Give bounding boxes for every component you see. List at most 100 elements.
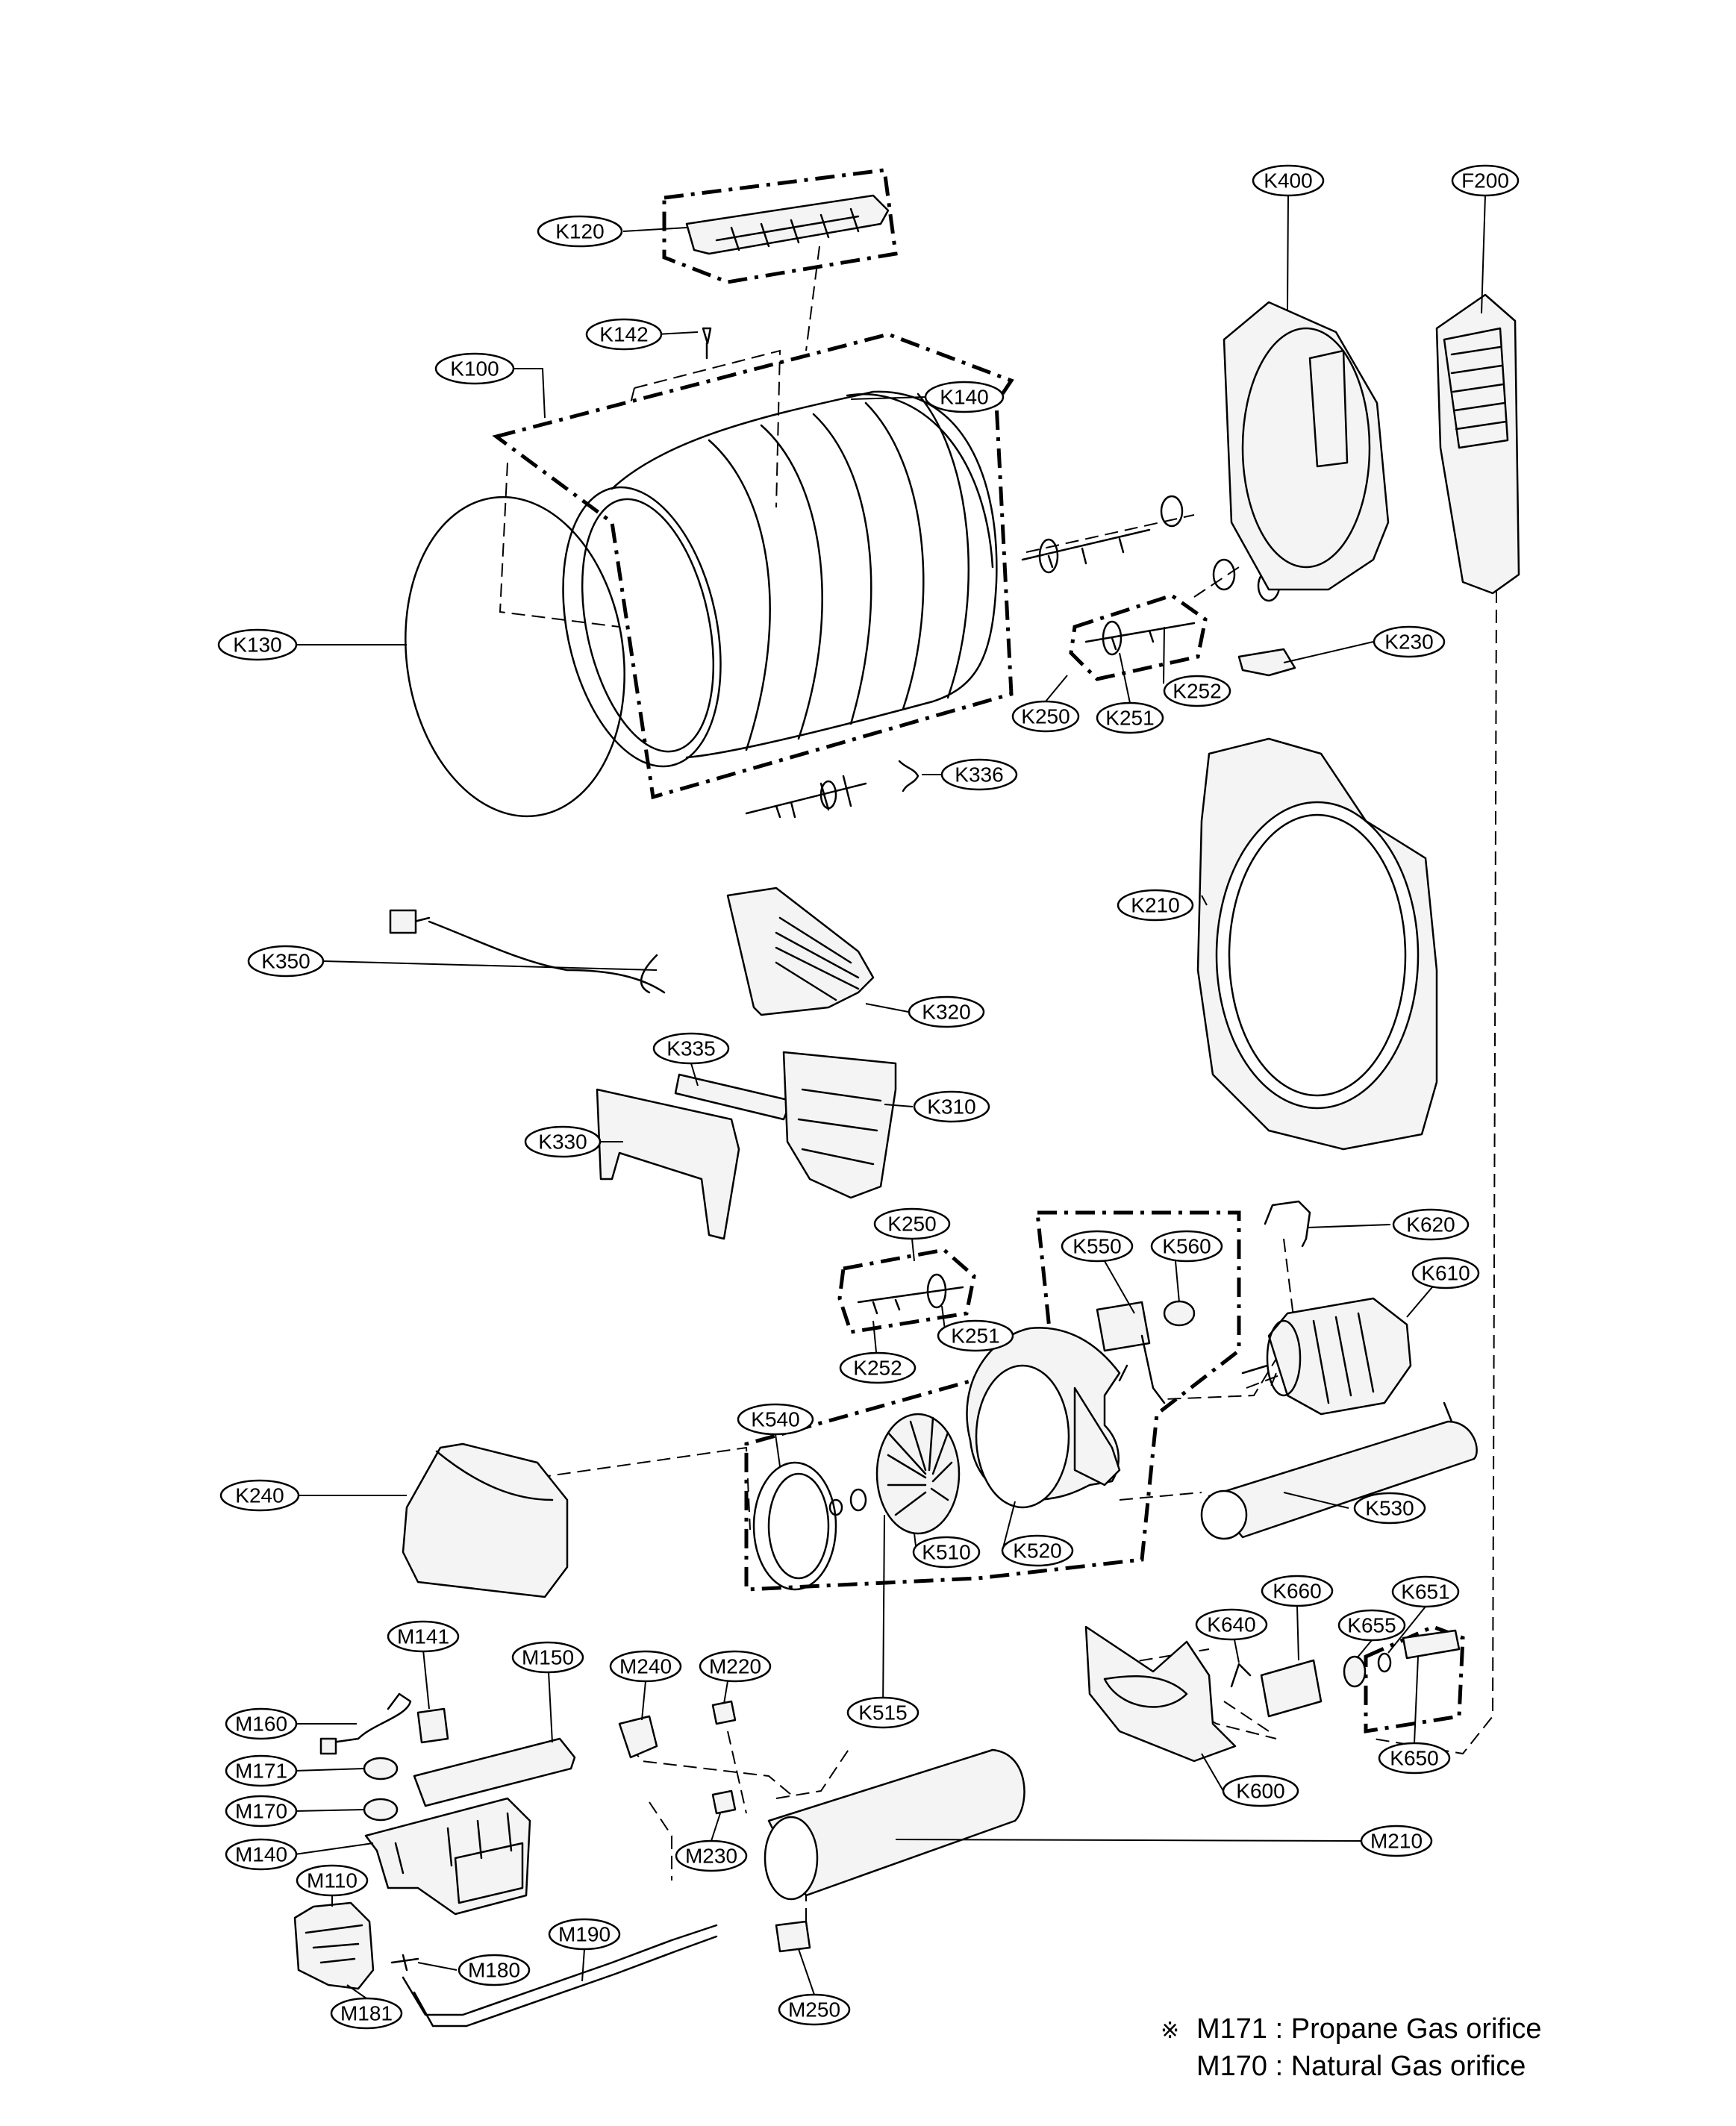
connector-line bbox=[805, 246, 820, 351]
svg-text:M170: M170 bbox=[235, 1800, 287, 1823]
part-k240-lint-duct bbox=[402, 1442, 569, 1598]
svg-text:K651: K651 bbox=[1401, 1581, 1449, 1604]
label-m230: M230 bbox=[675, 1839, 748, 1872]
part-f200-screen bbox=[1443, 327, 1509, 449]
label-k620: K620 bbox=[1392, 1208, 1470, 1241]
connector-line bbox=[1164, 1238, 1296, 1400]
label-k230: K230 bbox=[1373, 625, 1446, 658]
part-k655-pulley bbox=[1343, 1655, 1367, 1688]
svg-text:K510: K510 bbox=[922, 1541, 970, 1564]
label-k520: K520 bbox=[1001, 1534, 1074, 1567]
svg-text:K400: K400 bbox=[1264, 169, 1312, 193]
svg-text:K230: K230 bbox=[1384, 631, 1433, 654]
label-k640: K640 bbox=[1195, 1608, 1268, 1641]
label-k660: K660 bbox=[1261, 1575, 1334, 1607]
part-k120-baffle bbox=[685, 194, 890, 255]
label-k600: K600 bbox=[1222, 1775, 1299, 1807]
part-m230-thermostat bbox=[711, 1789, 737, 1815]
part-k140-ring bbox=[846, 393, 994, 569]
part-m140-burner-housing bbox=[364, 1797, 531, 1916]
svg-text:M180: M180 bbox=[468, 1959, 520, 1982]
part-k530-duct-end bbox=[1200, 1489, 1248, 1540]
connector-line bbox=[727, 1730, 747, 1814]
label-m141: M141 bbox=[387, 1620, 460, 1653]
part-k610-motor-vents bbox=[1312, 1312, 1375, 1404]
group-boundary-k650 bbox=[1364, 1625, 1465, 1733]
group-boundary-shaft-2 bbox=[837, 1248, 976, 1334]
svg-text:M141: M141 bbox=[397, 1625, 449, 1648]
svg-text:K350: K350 bbox=[261, 950, 310, 973]
part-k600-cradle bbox=[1103, 1675, 1188, 1708]
label-k100: K100 bbox=[434, 352, 515, 385]
label-k250-b: K250 bbox=[873, 1207, 951, 1240]
part-m210-combustion-chamber bbox=[767, 1748, 1025, 1897]
label-k510: K510 bbox=[912, 1536, 981, 1569]
part-m171-orifice bbox=[363, 1757, 399, 1780]
part-k550-wire bbox=[1118, 1334, 1166, 1404]
connector-line bbox=[649, 1801, 672, 1880]
svg-text:K550: K550 bbox=[1072, 1235, 1121, 1258]
connector-line bbox=[1223, 1701, 1270, 1732]
part-washer-2 bbox=[849, 1488, 867, 1512]
svg-text:M240: M240 bbox=[619, 1655, 672, 1678]
svg-text:K335: K335 bbox=[666, 1037, 715, 1060]
label-m160: M160 bbox=[225, 1707, 298, 1740]
svg-text:K130: K130 bbox=[233, 634, 281, 657]
part-f200-screen-lines bbox=[1450, 346, 1508, 431]
label-k336: K336 bbox=[940, 758, 1018, 791]
part-m250-bracket bbox=[775, 1920, 811, 1953]
label-m110: M110 bbox=[296, 1864, 369, 1897]
label-k650: K650 bbox=[1378, 1742, 1451, 1775]
svg-text:K252: K252 bbox=[1173, 680, 1221, 703]
part-k250-shaft bbox=[1084, 622, 1196, 651]
part-k540-seal bbox=[752, 1461, 837, 1591]
label-k335: K335 bbox=[652, 1032, 730, 1065]
label-k210: K210 bbox=[1117, 889, 1194, 922]
part-drum-shaft-lower bbox=[745, 775, 867, 819]
label-f200: F200 bbox=[1451, 164, 1520, 197]
part-k540-seal-inner bbox=[767, 1472, 830, 1580]
part-k320-ribs bbox=[775, 916, 860, 1001]
connector-line bbox=[499, 462, 620, 628]
part-m210-opening bbox=[764, 1816, 819, 1901]
label-m181: M181 bbox=[330, 1997, 403, 2030]
svg-text:K100: K100 bbox=[450, 357, 499, 381]
connector-line bbox=[634, 349, 781, 508]
svg-text:M171: M171 bbox=[235, 1760, 287, 1783]
label-k610: K610 bbox=[1411, 1257, 1480, 1289]
part-k251-roller bbox=[1102, 620, 1123, 656]
part-drum-shaft-upper bbox=[1021, 528, 1151, 569]
label-k330: K330 bbox=[524, 1125, 602, 1158]
svg-text:K530: K530 bbox=[1365, 1497, 1414, 1520]
label-m240: M240 bbox=[609, 1650, 682, 1683]
label-k655: K655 bbox=[1337, 1609, 1406, 1642]
svg-text:M190: M190 bbox=[558, 1923, 611, 1946]
svg-text:K520: K520 bbox=[1013, 1539, 1061, 1563]
part-k530-exhaust-duct bbox=[1208, 1420, 1478, 1539]
label-k251: K251 bbox=[1096, 701, 1164, 734]
group-boundary-blower bbox=[744, 1210, 1241, 1592]
part-k100-drum-front-ring bbox=[562, 486, 722, 768]
part-k310-ribs bbox=[797, 1088, 882, 1166]
svg-text:M140: M140 bbox=[235, 1843, 287, 1866]
label-k350: K350 bbox=[247, 945, 325, 978]
svg-text:K336: K336 bbox=[955, 763, 1003, 787]
part-m220-thermostat bbox=[711, 1700, 737, 1725]
part-washer-1 bbox=[828, 1498, 843, 1516]
part-k120-ribs bbox=[715, 207, 860, 251]
svg-text:K140: K140 bbox=[940, 386, 988, 409]
label-k240: K240 bbox=[219, 1479, 300, 1512]
part-m180-fitting bbox=[390, 1954, 419, 1972]
svg-text:K251: K251 bbox=[951, 1325, 999, 1348]
part-m110-valve-detail bbox=[305, 1924, 363, 1964]
label-k310: K310 bbox=[913, 1090, 990, 1123]
connector-line bbox=[1193, 566, 1240, 598]
connector-line bbox=[630, 387, 635, 404]
part-drum-shaft-upper-pulley bbox=[1038, 538, 1059, 574]
part-k350-harness bbox=[413, 916, 666, 994]
part-k336-spring bbox=[898, 760, 919, 792]
part-m141-bracket bbox=[416, 1707, 449, 1744]
svg-text:K142: K142 bbox=[599, 323, 648, 346]
label-m180: M180 bbox=[458, 1954, 531, 1986]
